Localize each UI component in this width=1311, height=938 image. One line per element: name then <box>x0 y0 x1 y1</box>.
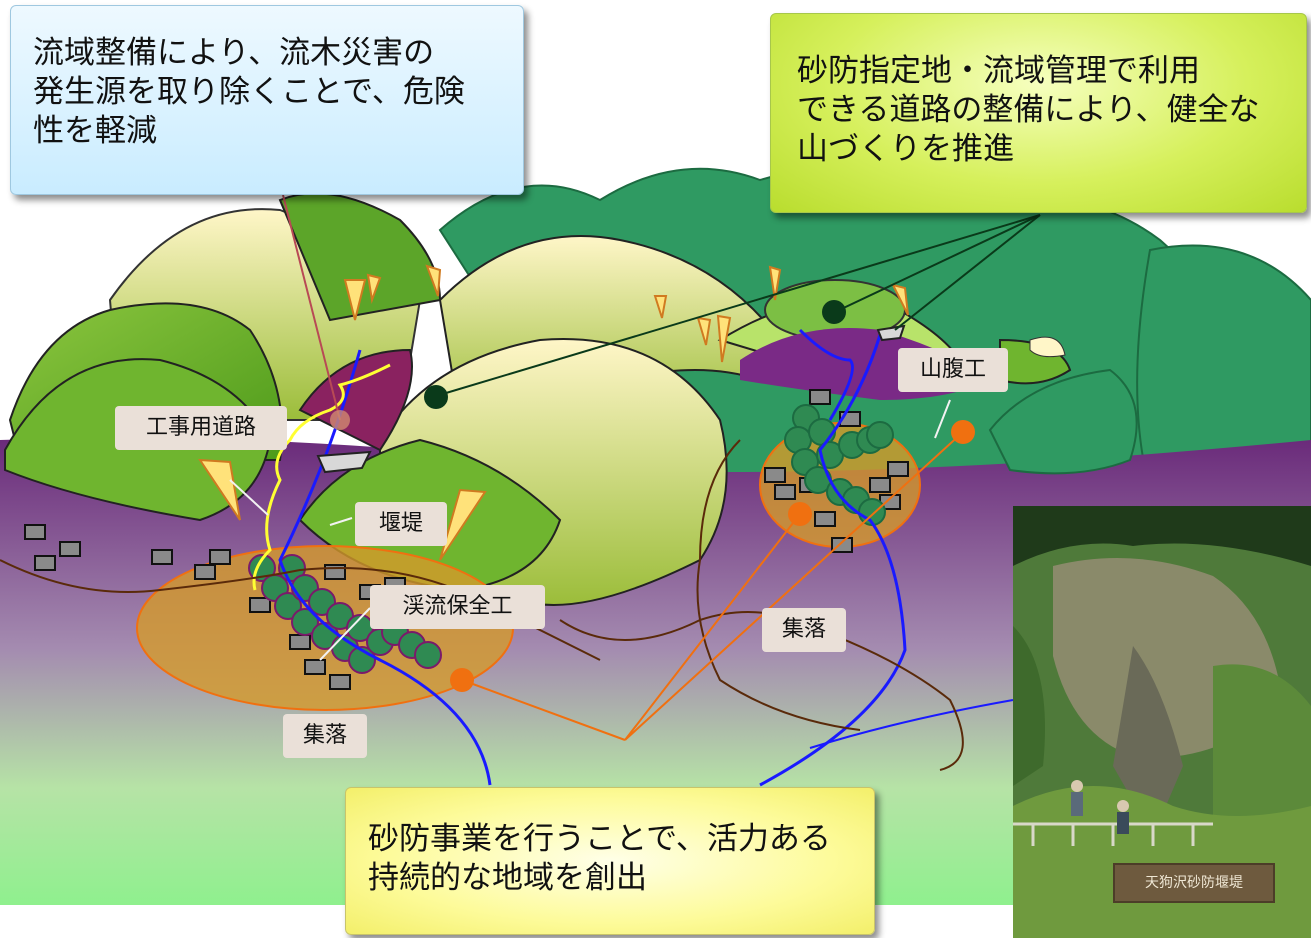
river-east <box>809 699 1014 749</box>
marker-dot-1 <box>822 300 846 324</box>
label-pointers <box>229 399 951 661</box>
dam-name-sign: 天狗沢砂防堰堤 <box>1113 863 1275 903</box>
callout-hazard-reduction: 流域整備により、流木災害の 発生源を取り除くことで、危険 性を軽減 <box>10 5 524 195</box>
label-village-left: 集落 <box>283 714 367 758</box>
callout-forest-management-text: 砂防指定地・流域管理で利用 できる道路の整備により、健全な 山づくりを推進 <box>797 53 1260 167</box>
dam-left <box>316 450 372 474</box>
callout-forest-management: 砂防指定地・流域管理で利用 できる道路の整備により、健全な 山づくりを推進 <box>770 13 1307 213</box>
village-marker-left <box>450 668 474 692</box>
label-stream-conservation: 渓流保全工 <box>370 585 545 629</box>
dam-right <box>876 324 906 342</box>
construction-road <box>252 363 391 591</box>
trail-center <box>696 439 861 731</box>
river-right-branch <box>798 328 854 421</box>
hill-right-far <box>988 368 1138 475</box>
river-right <box>759 334 907 787</box>
callout-regional-vitality-text: 砂防事業を行うことで、活力ある 持続的な地域を創出 <box>368 821 831 896</box>
dam-site-photo: 天狗沢砂防堰堤 <box>1013 506 1311 938</box>
houses-right <box>764 389 909 553</box>
callout-regional-vitality: 砂防事業を行うことで、活力ある 持続的な地域を創出 <box>345 787 875 935</box>
callout-hazard-reduction-text: 流域整備により、流木災害の 発生源を取り除くことで、危険 性を軽減 <box>33 35 465 149</box>
village-marker-right <box>788 502 812 526</box>
erosion-marks <box>198 264 909 561</box>
hillside-work <box>1029 336 1066 358</box>
connectors-top-right <box>435 214 1041 397</box>
marker-dot-2 <box>424 385 448 409</box>
label-hillside-works: 山腹工 <box>898 348 1008 392</box>
label-dam: 堰堤 <box>355 502 447 546</box>
label-village-right: 集落 <box>762 608 846 652</box>
label-construction-road: 工事用道路 <box>115 406 287 450</box>
connectors-bottom <box>461 431 964 741</box>
connector-top-left <box>282 194 341 421</box>
trail-right <box>819 629 964 771</box>
marker-dot-3 <box>330 410 350 430</box>
sanpuku-marker <box>951 420 975 444</box>
collapse-zone-left <box>298 348 413 452</box>
